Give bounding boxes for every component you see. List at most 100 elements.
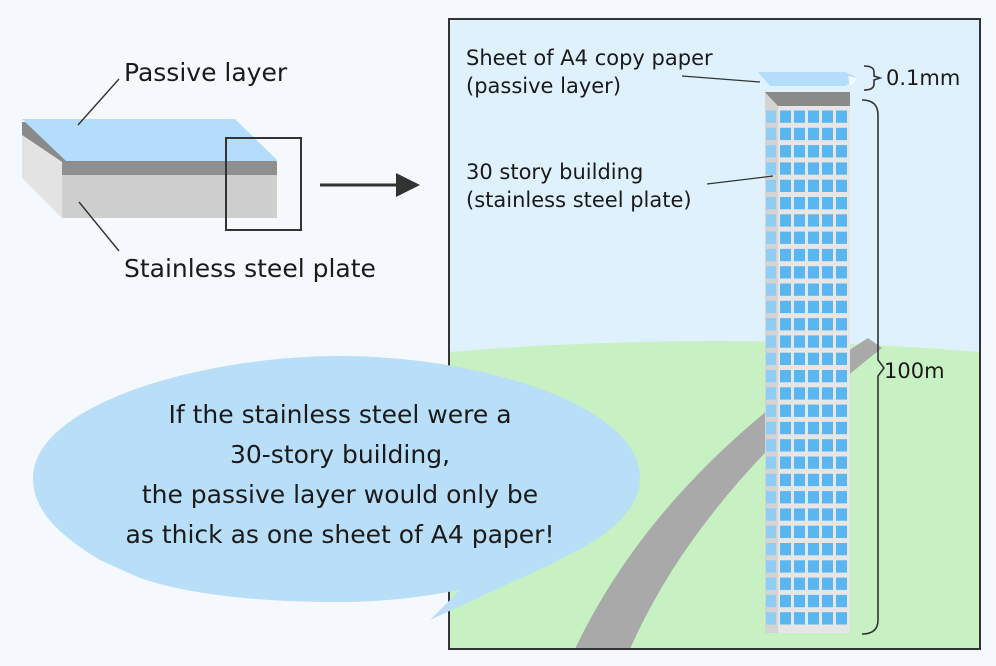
window	[794, 456, 805, 469]
side-window	[766, 370, 776, 383]
panel-border	[448, 18, 981, 650]
plate-top-edge	[62, 162, 277, 175]
window	[808, 214, 819, 227]
window	[780, 387, 791, 400]
window	[822, 577, 833, 590]
window	[808, 456, 819, 469]
window	[822, 612, 833, 625]
window	[780, 352, 791, 365]
window	[808, 508, 819, 521]
side-window	[766, 335, 776, 348]
window	[794, 352, 805, 365]
window	[794, 318, 805, 331]
plate-front-face	[62, 175, 277, 218]
window	[794, 439, 805, 452]
window	[836, 214, 847, 227]
window	[794, 266, 805, 279]
right-arrow	[320, 173, 420, 197]
side-window	[766, 525, 776, 538]
window	[808, 127, 819, 141]
window	[836, 266, 847, 279]
window	[808, 231, 819, 244]
side-window	[766, 300, 776, 314]
window	[780, 266, 791, 279]
window	[808, 387, 819, 400]
window	[822, 110, 833, 123]
paper-sheet	[758, 72, 858, 86]
window	[808, 612, 819, 625]
window	[822, 145, 833, 158]
bubble-line: 30-story building,	[229, 440, 451, 469]
window	[780, 508, 791, 521]
passive-layer-sheet	[22, 119, 278, 161]
thickness-brace	[863, 65, 883, 91]
bubble-text: If the stainless steel were a 30-story b…	[40, 395, 640, 555]
window	[794, 197, 805, 210]
window	[822, 352, 833, 365]
window	[794, 231, 805, 244]
window	[836, 473, 847, 487]
window	[836, 387, 847, 400]
building-roof	[765, 92, 850, 106]
window	[794, 421, 805, 435]
building-label-line1: 30 story building	[466, 160, 644, 184]
window	[836, 612, 847, 625]
window	[822, 404, 833, 417]
window	[780, 473, 791, 487]
paper-label-line2: (passive layer)	[466, 74, 622, 98]
window	[794, 127, 805, 141]
window	[780, 594, 791, 608]
building-windows	[766, 110, 847, 625]
window	[780, 318, 791, 331]
window	[836, 197, 847, 210]
window	[780, 577, 791, 590]
window	[780, 543, 791, 556]
side-window	[766, 127, 776, 141]
window	[822, 387, 833, 400]
window	[822, 370, 833, 383]
window	[808, 491, 819, 504]
window	[836, 491, 847, 504]
paper-label-line1: Sheet of A4 copy paper	[466, 46, 713, 70]
skyscraper	[681, 65, 885, 635]
window	[780, 335, 791, 348]
window	[780, 560, 791, 573]
window	[836, 543, 847, 556]
window	[822, 162, 833, 175]
window	[822, 439, 833, 452]
window	[794, 214, 805, 227]
side-window	[766, 266, 776, 279]
window	[836, 162, 847, 175]
paper-leader	[681, 75, 761, 83]
side-window	[766, 456, 776, 469]
window	[780, 370, 791, 383]
window	[808, 283, 819, 296]
window	[836, 318, 847, 331]
side-window	[766, 231, 776, 244]
window	[808, 404, 819, 417]
window	[822, 508, 833, 521]
bubble-line: as thick as one sheet of A4 paper!	[125, 520, 555, 549]
building-leader	[706, 175, 774, 185]
window	[822, 543, 833, 556]
window	[808, 266, 819, 279]
window	[822, 300, 833, 314]
window	[836, 231, 847, 244]
side-window	[766, 110, 776, 123]
passive-layer-leader	[77, 78, 120, 126]
window	[836, 283, 847, 296]
window	[780, 127, 791, 141]
steel-plate-label: Stainless steel plate	[124, 254, 376, 283]
window	[822, 335, 833, 348]
window	[794, 179, 805, 192]
window	[780, 179, 791, 192]
window	[836, 560, 847, 573]
speech-bubble	[33, 356, 640, 620]
window	[794, 508, 805, 521]
window	[794, 560, 805, 573]
window	[836, 335, 847, 348]
window	[794, 162, 805, 175]
window	[808, 525, 819, 538]
window	[794, 543, 805, 556]
steel-plate-leader	[78, 201, 120, 252]
